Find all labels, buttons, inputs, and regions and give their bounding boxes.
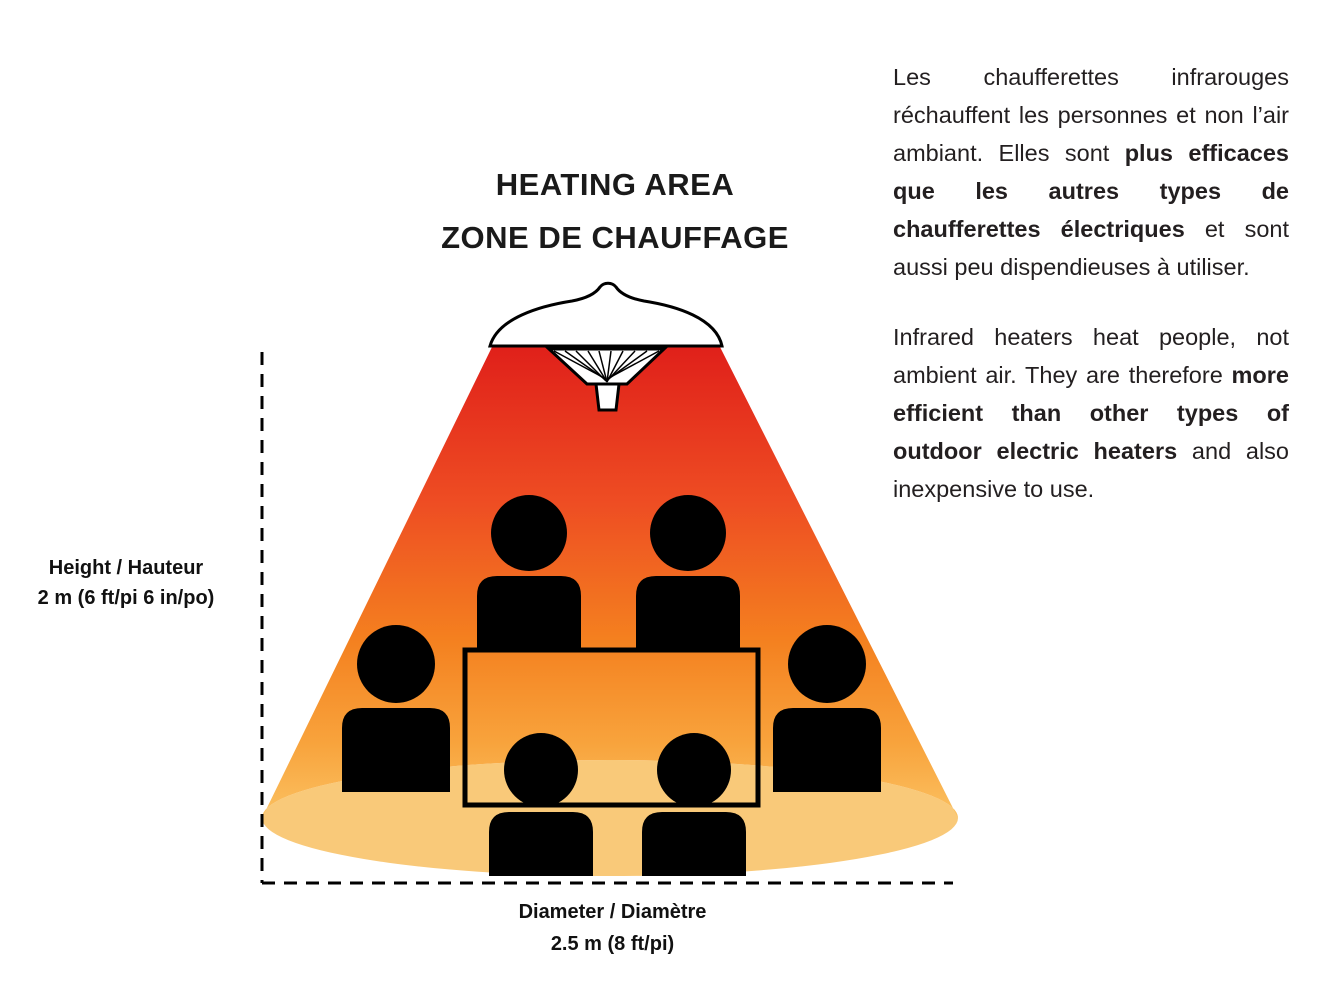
person-head [504,733,578,807]
english-text-end: and also inexpensive to use. [893,438,1289,502]
front-people-group [489,733,746,876]
person-front-left [489,733,593,876]
english-text-bold: more efficient than other types of outdo… [893,362,1289,464]
description-column: Les chaufferettes infrarouges réchauffen… [893,58,1289,540]
person-right [773,625,881,792]
person-body [642,812,746,876]
person-head [788,625,866,703]
diameter-label-caption: Diameter / Diamètre [518,901,707,923]
paragraph-french: Les chaufferettes infrarouges réchauffen… [893,58,1289,286]
heater-emitter-funnel [545,347,668,386]
title-line-french: ZONE DE CHAUFFAGE [441,220,789,255]
height-label-value: 2 m (6 ft/pi 6 in/po) [37,587,215,609]
person-body [342,708,450,792]
heater-element-lines [553,350,660,383]
table-outline [462,647,761,808]
french-text-bold: plus efficaces que les autres types de c… [893,140,1289,242]
english-text-start: Infrared heaters heat people, not ambien… [893,324,1289,388]
person-head [657,733,731,807]
person-back-left [477,495,581,652]
french-text-start: Les chaufferettes infrarouges réchauffen… [893,64,1289,166]
person-body [773,708,881,792]
heat-cone [262,347,958,818]
person-head [650,495,726,571]
person-head [357,625,435,703]
heater-dome [488,281,724,348]
height-label-caption: Height / Hauteur [48,557,204,579]
person-back-right [636,495,740,652]
heater-stem [594,382,621,412]
person-left [342,625,450,792]
height-label: Height / Hauteur 2 m (6 ft/pi 6 in/po) [12,553,240,613]
people-silhouettes-group [342,495,881,792]
diameter-label-value: 2.5 m (8 ft/pi) [550,933,675,955]
patio-heater [488,281,724,412]
french-text-end: et sont aussi peu dispendieuses à utilis… [893,216,1289,280]
person-front-right [642,733,746,876]
title-line-english: HEATING AREA [495,167,735,202]
person-body [636,576,740,652]
person-head [491,495,567,571]
diameter-label: Diameter / Diamètre 2.5 m (8 ft/pi) [430,896,795,960]
person-body [489,812,593,876]
paragraph-english: Infrared heaters heat people, not ambien… [893,318,1289,508]
person-body [477,576,581,652]
diagram-title: HEATING AREA ZONE DE CHAUFFAGE [360,158,870,264]
